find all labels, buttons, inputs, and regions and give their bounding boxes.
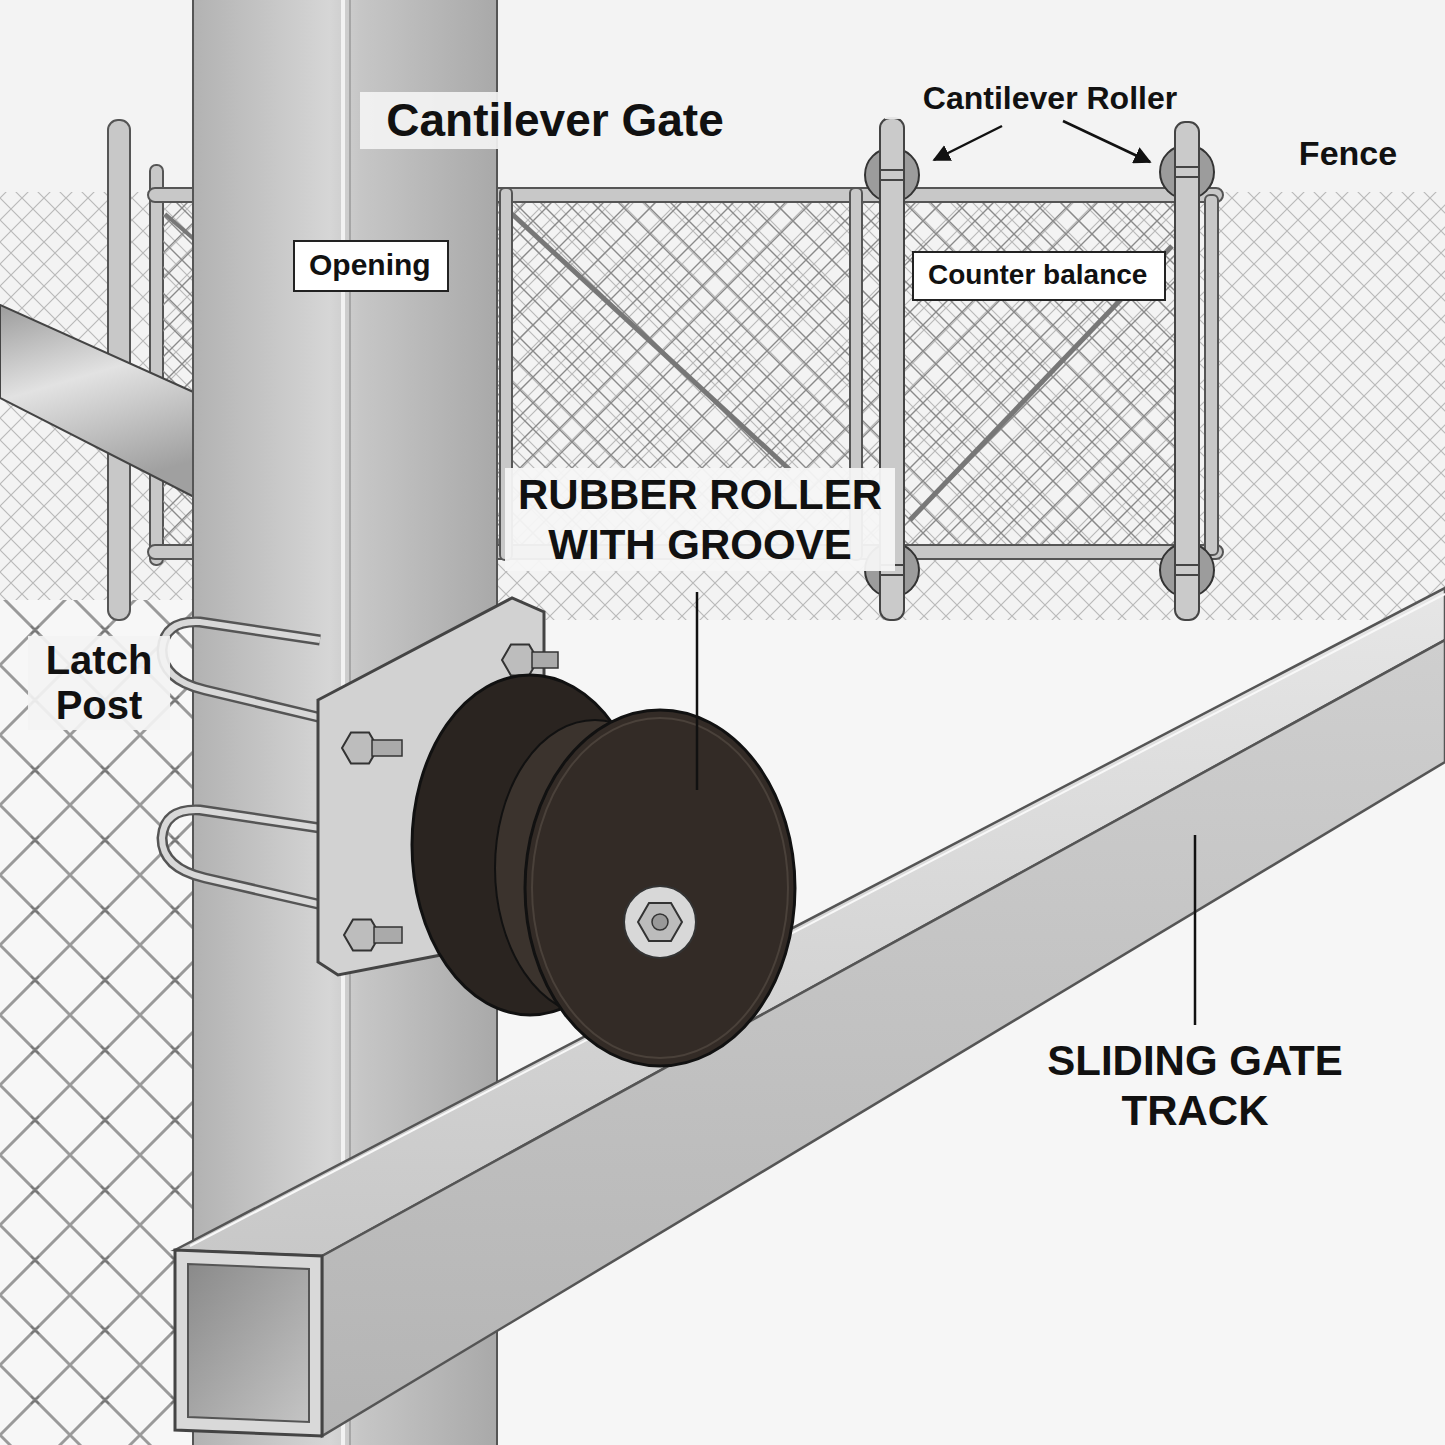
tag-text: Counter balance	[928, 259, 1150, 291]
part-tag: Opening	[293, 240, 449, 292]
part-label: Latch Post	[28, 636, 170, 730]
callout-label: RUBBER ROLLER WITH GROOVE	[505, 468, 895, 571]
callout-label: SLIDING GATE TRACK	[1030, 1034, 1360, 1137]
part-label: Cantilever Roller	[885, 78, 1215, 119]
part-tag: Counter balance	[912, 251, 1166, 301]
part-label: Fence	[1278, 132, 1418, 175]
part-label: Cantilever Gate	[360, 92, 750, 149]
tag-text: Opening	[309, 248, 433, 282]
